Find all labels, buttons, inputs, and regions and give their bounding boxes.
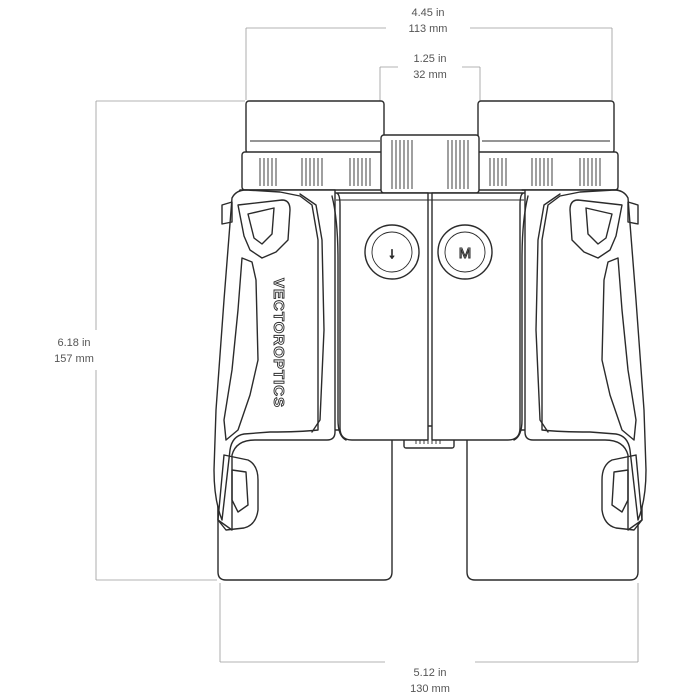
height-inches: 6.18 in (57, 337, 90, 349)
left-body-housing (213, 189, 347, 531)
dimension-top-overall: 4.45 in 113 mm (245, 7, 613, 100)
right-eyecup (473, 100, 619, 191)
focus-wheel (380, 134, 480, 194)
dimension-bottom-width: 5.12 in 130 mm (219, 583, 639, 695)
center-bridge (335, 192, 525, 441)
measure-button[interactable]: ↓ (364, 224, 420, 280)
top-width-inches: 4.45 in (411, 7, 444, 19)
focus-width-mm: 32 mm (413, 69, 447, 81)
focus-width-inches: 1.25 in (413, 53, 446, 65)
mode-button[interactable]: M (437, 224, 493, 280)
dimension-focus-wheel: 1.25 in 32 mm (379, 53, 481, 135)
left-eyecup (241, 100, 389, 191)
brand-logo-text: VECTOROPTICS (270, 278, 287, 408)
right-objective-barrel (466, 429, 639, 581)
mode-m-icon: M (459, 245, 472, 262)
height-mm: 157 mm (54, 353, 94, 365)
top-width-mm: 113 mm (409, 23, 448, 35)
dimension-height: 6.18 in 157 mm (54, 100, 245, 581)
brand-logo: VECTOROPTICS (270, 278, 288, 409)
bottom-width-inches: 5.12 in (413, 667, 446, 679)
arrow-down-icon: ↓ (388, 245, 396, 262)
bottom-width-mm: 130 mm (410, 683, 450, 695)
left-objective-barrel (217, 429, 393, 581)
